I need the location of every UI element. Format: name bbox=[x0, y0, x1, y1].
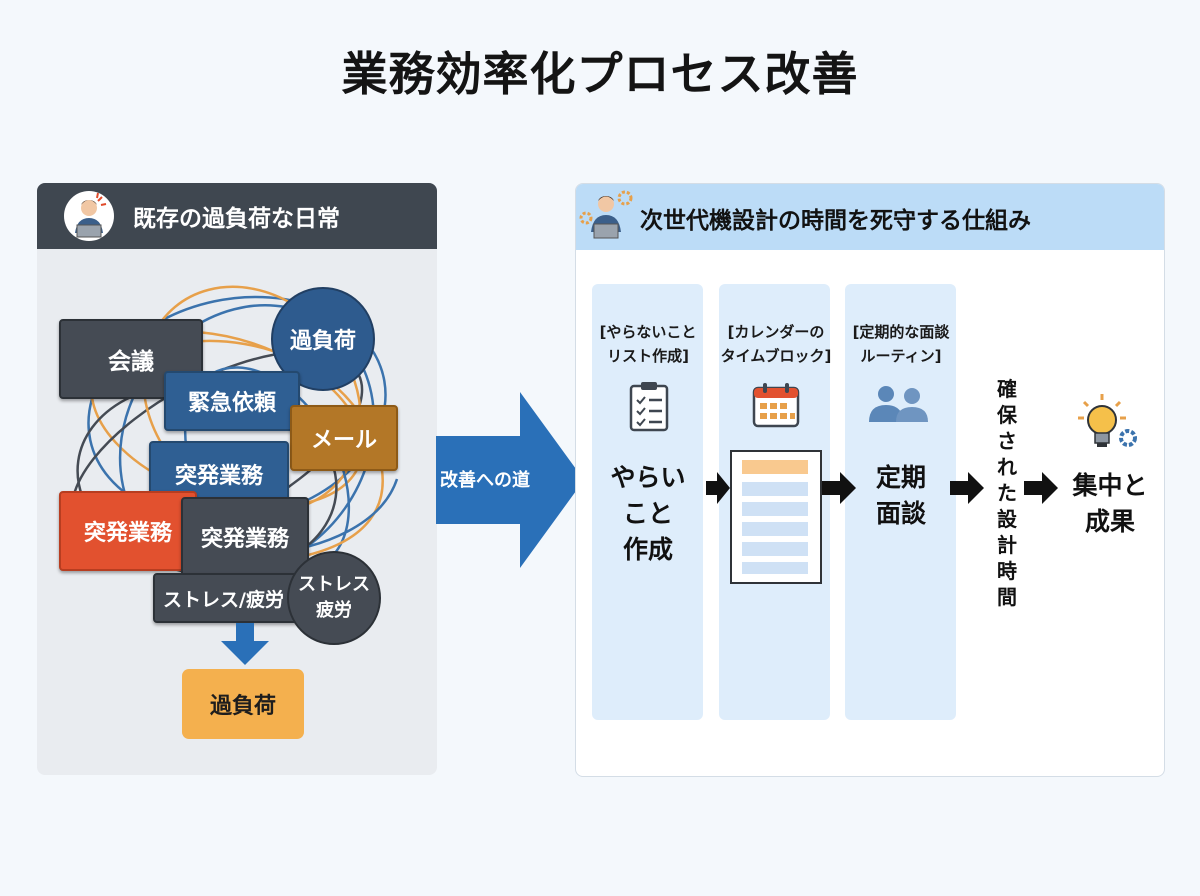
flow-arrow-icon bbox=[706, 472, 730, 504]
meetings-label: [定期的な面談 ルーティン] bbox=[852, 323, 950, 365]
left-panel: 既存の過負荷な日常 会議 過負荷 緊急依頼 メール 突発業務 突発業務 突発業務… bbox=[37, 183, 437, 775]
flow-arrow-icon bbox=[950, 472, 984, 504]
calendar-icon bbox=[752, 383, 800, 428]
not-to-do-step-text: やらい こと 作成 bbox=[610, 463, 686, 564]
column-meetings bbox=[845, 284, 956, 720]
overload-result-box: 過負荷 bbox=[182, 669, 304, 739]
column-not-to-do bbox=[592, 284, 703, 720]
flow-arrow-icon bbox=[822, 472, 856, 504]
calendar-label: [カレンダーの タイムブロック] bbox=[720, 323, 832, 365]
time-block bbox=[742, 542, 808, 556]
right-panel-title: 次世代機設計の時間を死守する仕組み bbox=[640, 208, 1031, 234]
time-block bbox=[742, 522, 808, 536]
stress-fatigue-circle: ストレス 疲労 bbox=[287, 551, 381, 645]
sudden-task-tag: 突発業務 bbox=[149, 441, 289, 507]
lightbulb-gear-icon bbox=[1078, 394, 1137, 447]
stress-circle-line2: 疲労 bbox=[316, 600, 352, 621]
time-block bbox=[742, 482, 808, 496]
flow-arrow-icon bbox=[1024, 472, 1058, 504]
stressed-worker-icon bbox=[64, 191, 114, 241]
people-icon bbox=[869, 386, 928, 422]
mail-tag: メール bbox=[290, 405, 398, 471]
right-panel: 次世代機設計の時間を死守する仕組み [やらないこと リスト作成] [カレンダーの… bbox=[575, 183, 1165, 777]
left-panel-title: 既存の過負荷な日常 bbox=[133, 206, 340, 232]
urgent-request-tag: 緊急依頼 bbox=[164, 371, 300, 431]
time-block-highlight bbox=[742, 460, 808, 474]
improvement-arrow bbox=[436, 392, 584, 568]
time-block bbox=[742, 562, 808, 574]
right-panel-header: 次世代機設計の時間を死守する仕組み bbox=[576, 184, 1164, 250]
time-block bbox=[742, 502, 808, 516]
checklist-icon bbox=[629, 382, 669, 432]
not-to-do-label: [やらないこと リスト作成] bbox=[599, 323, 697, 365]
left-panel-header: 既存の過負荷な日常 bbox=[37, 183, 437, 249]
stress-circle-line1: ストレス bbox=[298, 574, 370, 595]
time-block-document bbox=[730, 450, 822, 584]
sudden-task-tag-red: 突発業務 bbox=[59, 491, 197, 571]
page-title: 業務効率化プロセス改善 bbox=[341, 47, 859, 101]
focus-and-results-text: 集中と 成果 bbox=[1072, 471, 1148, 536]
secured-design-time-text: 確 保 さ れ た 設 計 時 間 bbox=[997, 377, 1017, 609]
sudden-task-tag-dark: 突発業務 bbox=[181, 497, 309, 577]
improvement-arrow-label: 改善への道 bbox=[440, 470, 530, 491]
down-arrow-icon bbox=[221, 623, 269, 665]
meetings-step-text: 定期 面談 bbox=[875, 463, 926, 528]
designer-gear-icon bbox=[579, 190, 633, 239]
